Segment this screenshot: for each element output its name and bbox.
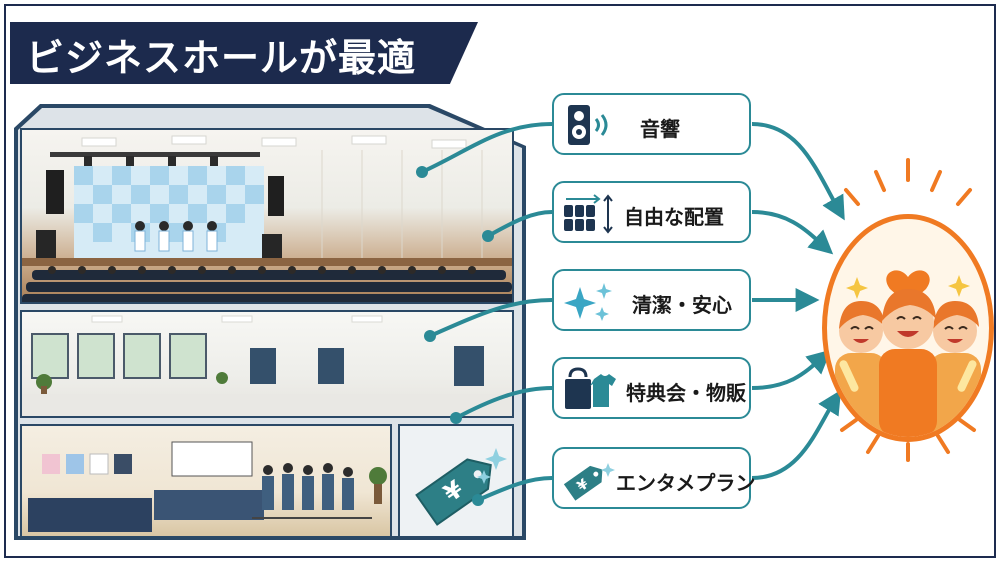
- concert-hall-scene: [22, 135, 512, 302]
- feature-label: エンタメプラン: [616, 471, 756, 495]
- merch-icon: [565, 367, 616, 409]
- page-title: ビジネスホールが最適: [26, 36, 417, 80]
- feature-label: 清潔・安心: [632, 293, 732, 317]
- feature-free-layout: 自由な配置: [552, 181, 751, 243]
- speaker-icon: [568, 105, 608, 145]
- feature-acoustics: 音響: [552, 93, 751, 155]
- seating-icon: [564, 194, 613, 234]
- merch-event-scene: [28, 441, 387, 532]
- happy-fans-illustration: [835, 270, 981, 437]
- yen-tag-illustration: ¥: [415, 448, 507, 526]
- title-banner: [10, 22, 478, 84]
- floor-concert-hall: [20, 128, 514, 304]
- happy-fans-circle: [822, 214, 994, 442]
- price-tag-panel: ¥: [398, 424, 514, 538]
- sparkle-icon: [564, 283, 612, 321]
- empty-hall-scene: [22, 315, 512, 416]
- feature-merch-event: 特典会・物販: [552, 357, 751, 419]
- feature-label: 自由な配置: [624, 205, 724, 229]
- feature-clean-safe: 清潔・安心: [552, 269, 751, 331]
- feature-label: 特典会・物販: [626, 381, 746, 405]
- feature-entertainment-plan: ¥ エンタメプラン: [552, 447, 755, 509]
- feature-label: 音響: [640, 117, 680, 141]
- floor-empty-hall: [20, 310, 514, 418]
- price-tag-icon: ¥: [563, 463, 615, 501]
- floor-merch-event: [20, 424, 392, 538]
